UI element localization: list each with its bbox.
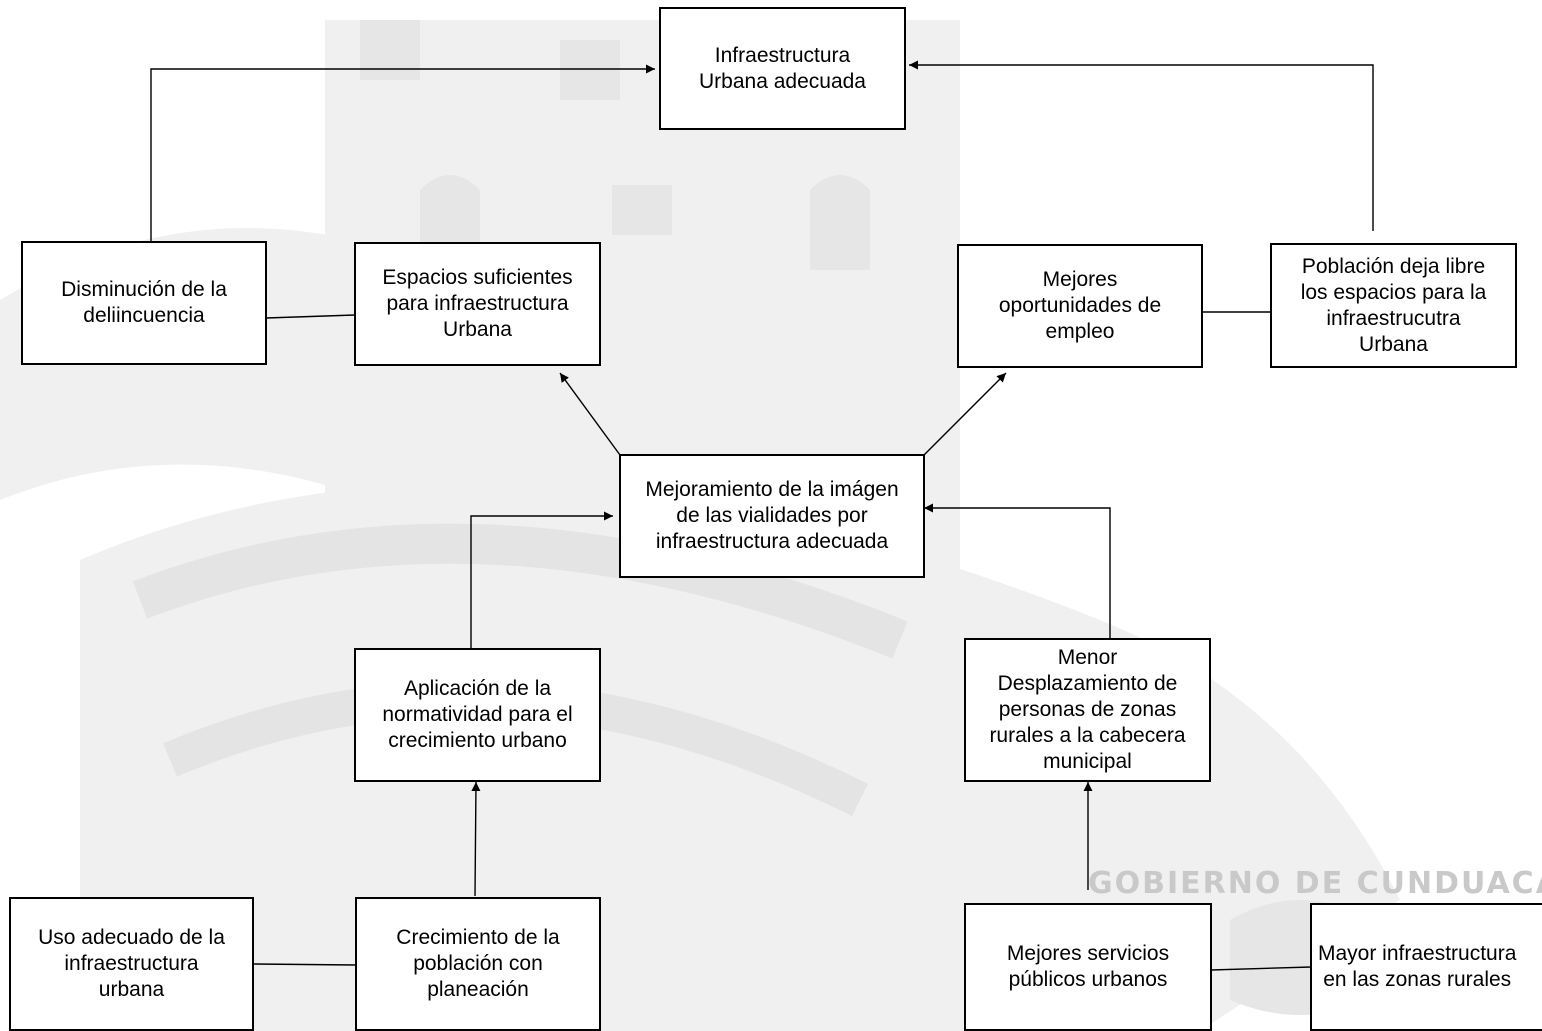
node-mejoramiento-imagen-vialidades: Mejoramiento de la imágen de las vialida…: [619, 454, 925, 578]
node-disminucion-delincuencia: Disminución de la deliincuencia: [21, 241, 267, 365]
node-mayor-infraestructura-rural: Mayor infraestructura en las zonas rural…: [1310, 903, 1542, 1031]
edge-delincuencia-to-infra: [150, 64, 655, 241]
node-infraestructura-urbana-adecuada: Infraestructura Urbana adecuada: [659, 7, 906, 130]
node-aplicacion-normatividad: Aplicación de la normatividad para el cr…: [354, 648, 601, 782]
node-mejores-oportunidades-empleo: Mejores oportunidades de empleo: [957, 244, 1203, 368]
edge-mejoramiento-to-oportunidades: [923, 372, 1007, 456]
node-crecimiento-poblacion: Crecimiento de la población con planeaci…: [355, 897, 601, 1031]
node-espacios-suficientes: Espacios suficientes para infraestructur…: [354, 242, 601, 366]
edge-poblacion-to-infra: [909, 60, 1374, 231]
node-uso-adecuado-infraestructura: Uso adecuado de la infraestructura urban…: [9, 897, 254, 1031]
edge-aplicacion-to-mejoramiento: [470, 511, 613, 648]
node-mejores-servicios-publicos: Mejores servicios públicos urbanos: [964, 903, 1212, 1031]
edge-menor-to-mejoramiento: [924, 503, 1111, 638]
edge-servicios-mayor: [1210, 966, 1312, 971]
edge-mejoramiento-to-espacios: [559, 372, 621, 456]
edge-uso-crecimiento: [252, 963, 357, 966]
node-poblacion-deja-libre: Población deja libre los espacios para l…: [1270, 243, 1517, 368]
watermark-text: GOBIERNO DE CUNDUACÁN: [1088, 866, 1542, 901]
node-menor-desplazamiento: Menor Desplazamiento de personas de zona…: [964, 638, 1211, 782]
edge-crecimiento-to-aplicacion: [471, 781, 481, 897]
edge-delincuencia-espacios: [265, 314, 356, 319]
